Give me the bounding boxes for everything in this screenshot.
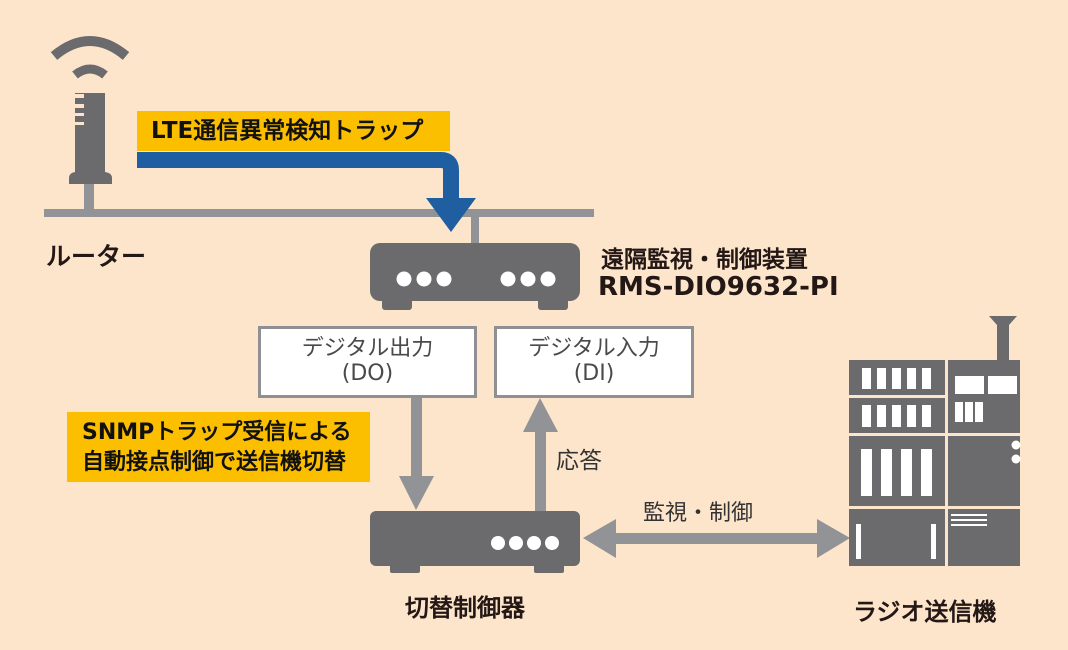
digital-output-box: デジタル出力 (DO) [258,326,477,398]
digital-input-box: デジタル入力 (DI) [494,326,694,398]
controller-device-icon [370,511,580,573]
do-down-arrow [399,396,434,510]
lte-trap-arrow [137,152,476,232]
digital-input-code: (DI) [573,361,615,386]
radio-transmitter-label: ラジオ送信機 [853,598,997,626]
di-up-arrow [523,398,558,512]
lte-trap-callout: LTE通信異常検知トラップ [137,111,450,151]
switch-controller-label: 切替制御器 [405,594,525,622]
snmp-callout-line1: SNMPトラップ受信による [82,420,352,445]
rms-device-name: 遠隔監視・制御装置 [601,247,808,273]
monitor-control-arrow [583,519,850,558]
transmitter-rack-icon [849,316,1021,566]
digital-output-label: デジタル出力 [301,336,434,361]
rms-drop-line [471,214,479,246]
snmp-callout-line2: 自動接点制御で送信機切替 [82,450,347,475]
digital-output-code: (DO) [341,361,394,386]
snmp-callout: SNMPトラップ受信による 自動接点制御で送信機切替 [67,412,370,482]
router-stem [84,183,94,211]
lte-trap-callout-text: LTE通信異常検知トラップ [151,118,424,144]
lte-router-icon [50,36,130,184]
digital-input-label: デジタル入力 [528,336,660,361]
router-label: ルーター [46,242,147,271]
monitor-control-label: 監視・制御 [643,501,754,526]
rms-device-model: RMS-DIO9632-PI [598,272,839,302]
response-label: 応答 [556,448,602,474]
network-bus-line [44,209,594,217]
network-device-icon [370,243,580,310]
